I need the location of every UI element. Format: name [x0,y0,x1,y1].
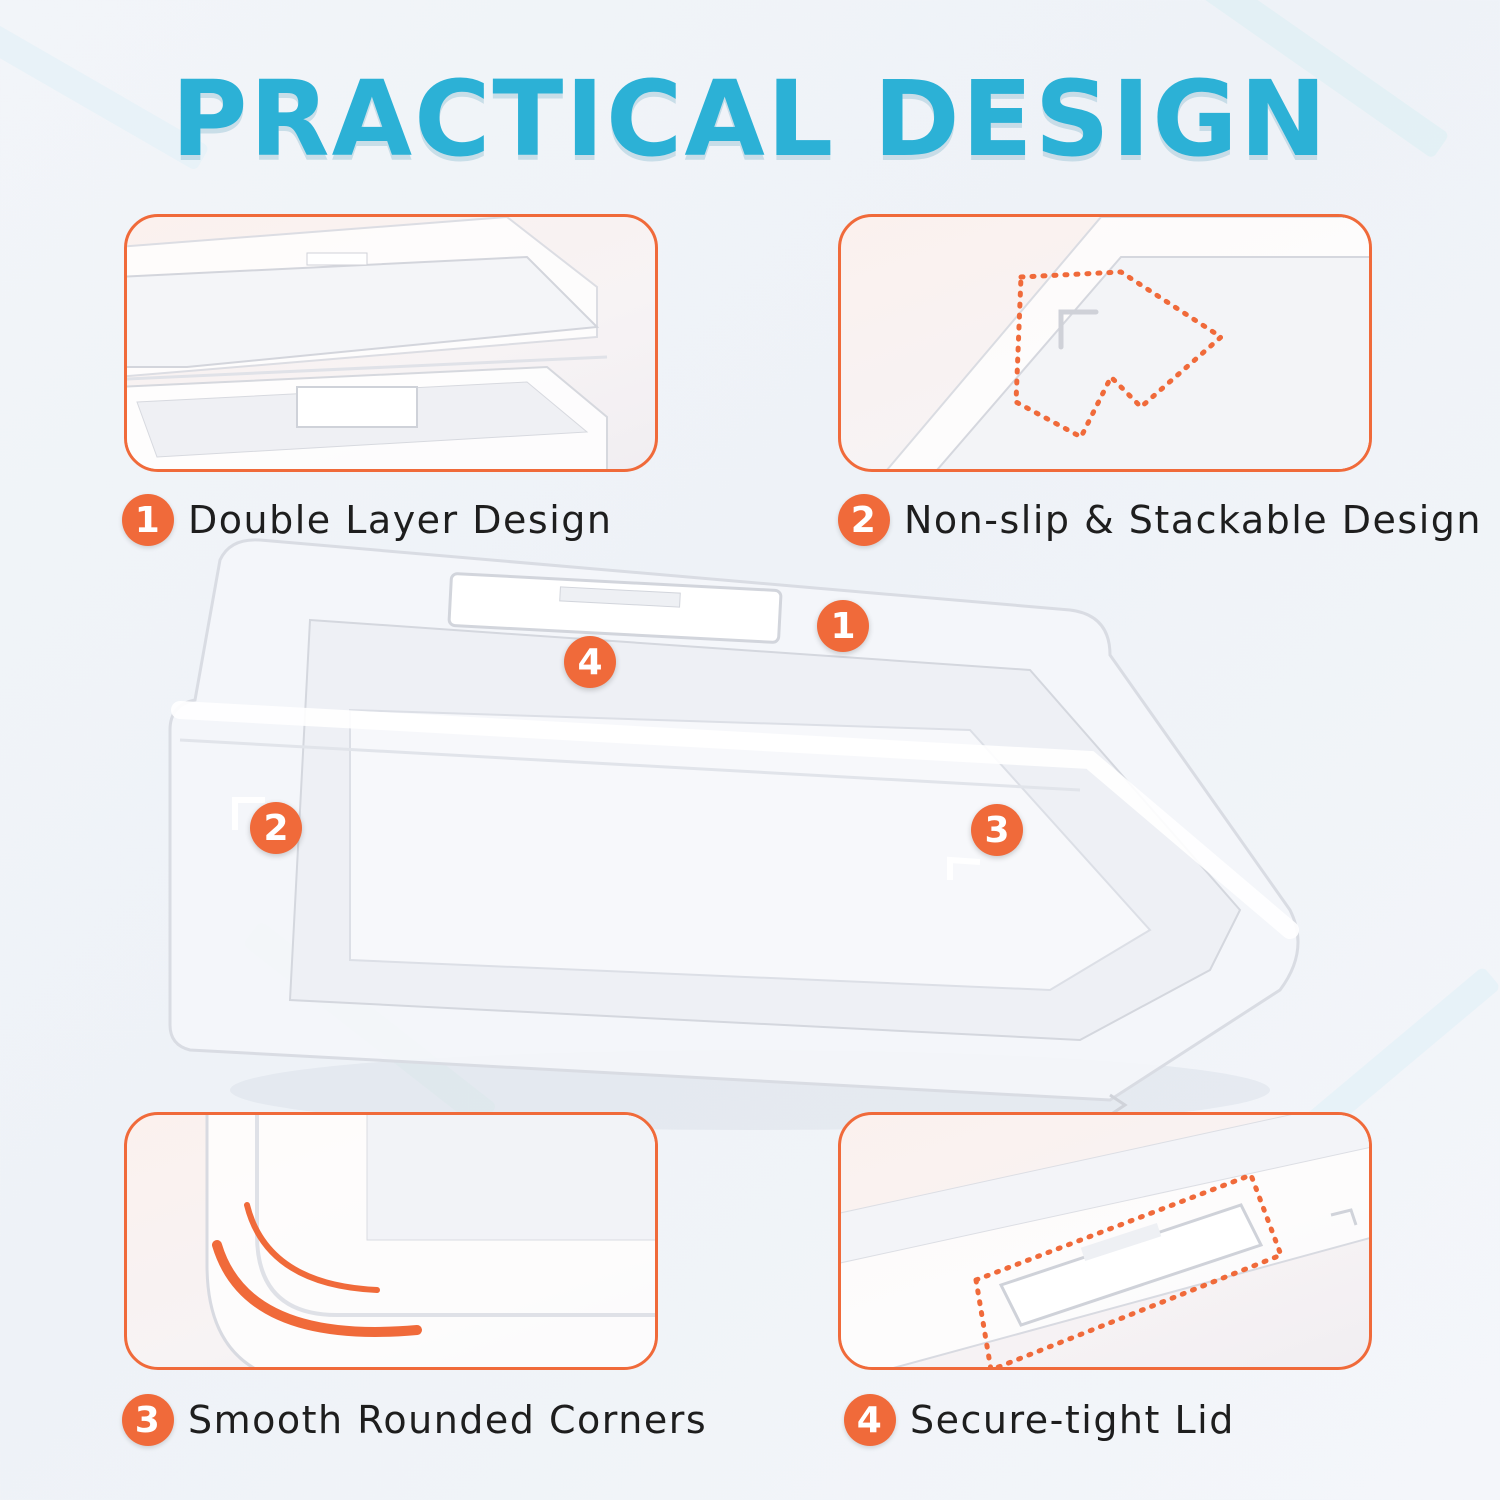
pencil-box-illustration [168,538,1300,1130]
feature-label: Non-slip & Stackable Design [904,498,1482,542]
secure-lid-illustration [841,1115,1369,1367]
marker-3: 3 [971,804,1023,856]
number-badge: 1 [122,494,174,546]
double-layer-illustration [127,217,608,469]
number-badge: 3 [122,1394,174,1446]
feature-panel-rounded-corners [124,1112,658,1370]
feature-panel-secure-lid [838,1112,1372,1370]
feature-caption-3: 3 Smooth Rounded Corners [122,1394,707,1446]
feature-panel-double-layer [124,214,658,472]
stackable-illustration [886,217,1369,469]
feature-caption-1: 1 Double Layer Design [122,494,612,546]
marker-4: 4 [564,636,616,688]
number-badge: 2 [838,494,890,546]
feature-panel-stackable [838,214,1372,472]
marker-1: 1 [817,600,869,652]
page-title: PRACTICAL DESIGN [171,58,1329,180]
number-badge: 4 [844,1394,896,1446]
feature-label: Smooth Rounded Corners [188,1398,708,1442]
feature-label: Double Layer Design [188,498,613,542]
feature-caption-2: 2 Non-slip & Stackable Design [838,494,1482,546]
marker-2: 2 [250,802,302,854]
rounded-corners-illustration [205,1115,655,1367]
feature-caption-4: 4 Secure-tight Lid [844,1394,1235,1446]
feature-label: Secure-tight Lid [910,1398,1235,1442]
